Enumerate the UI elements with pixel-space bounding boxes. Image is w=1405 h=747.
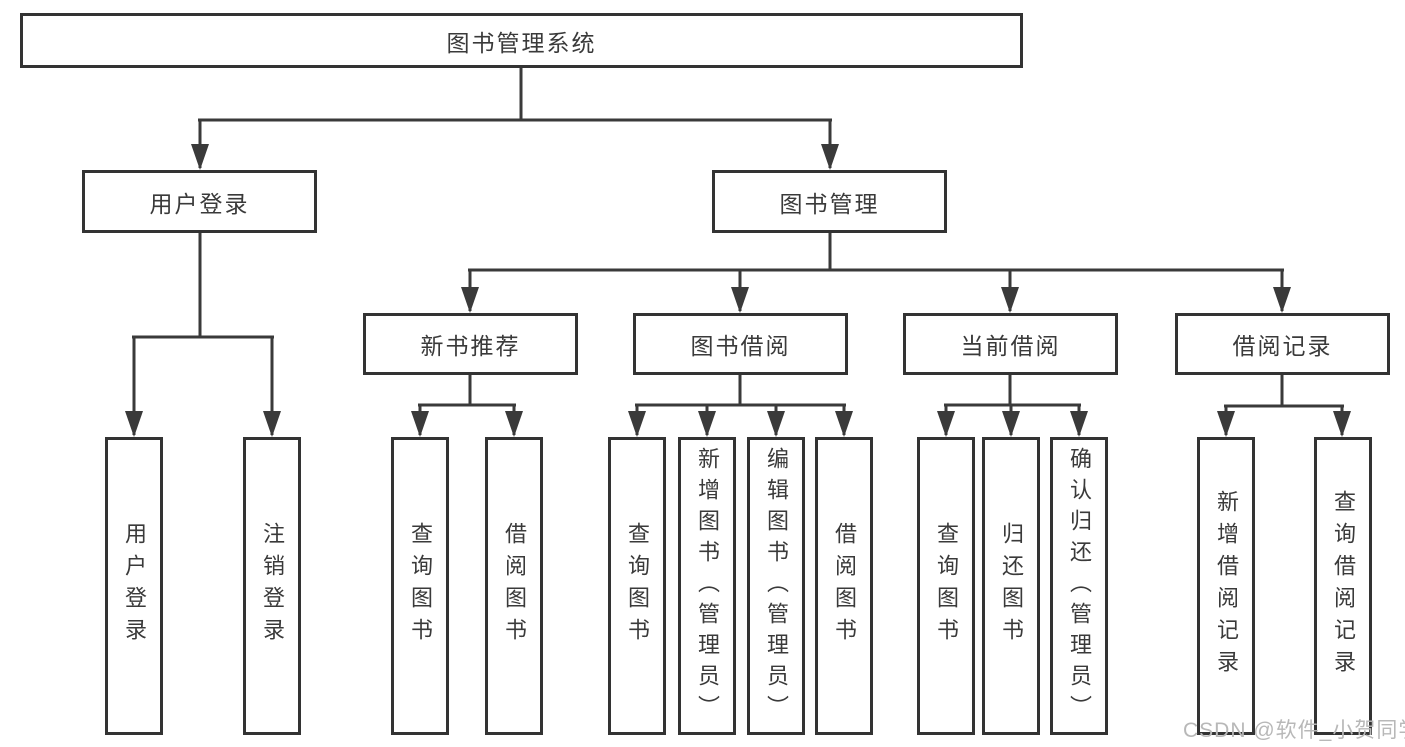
leaf-add-borrow-record-label: 新增借阅记录	[1214, 490, 1239, 682]
node-book-management: 图书管理	[712, 170, 947, 233]
leaf-confirm-return-admin-label: 确认归还（管理员）	[1067, 446, 1092, 726]
leaf-user-login: 用户登录	[105, 437, 163, 735]
leaf-borrow-books-label: 借阅图书	[832, 522, 857, 650]
node-borrowing-records: 借阅记录	[1175, 313, 1390, 375]
leaf-query-books-borrow: 查询图书	[608, 437, 666, 735]
leaf-user-login-label: 用户登录	[122, 522, 147, 650]
leaf-borrow-books-recommend-label: 借阅图书	[502, 522, 527, 650]
node-book-borrowing: 图书借阅	[633, 313, 848, 375]
node-library-management-system: 图书管理系统	[20, 13, 1023, 68]
leaf-query-borrow-record: 查询借阅记录	[1314, 437, 1372, 735]
leaf-edit-books-admin: 编辑图书（管理员）	[747, 437, 805, 735]
node-new-book-recommendation-label: 新书推荐	[420, 333, 521, 359]
leaf-add-books-admin: 新增图书（管理员）	[678, 437, 736, 735]
leaf-logout: 注销登录	[243, 437, 301, 735]
leaf-return-books-label: 归还图书	[999, 522, 1024, 650]
leaf-return-books: 归还图书	[982, 437, 1040, 735]
node-book-borrowing-label: 图书借阅	[690, 333, 791, 359]
leaf-query-borrow-record-label: 查询借阅记录	[1331, 490, 1356, 682]
leaf-query-books-recommend-label: 查询图书	[408, 522, 433, 650]
leaf-query-books-current-label: 查询图书	[934, 522, 959, 650]
leaf-query-books-recommend: 查询图书	[391, 437, 449, 735]
leaf-borrow-books-recommend: 借阅图书	[485, 437, 543, 735]
node-new-book-recommendation: 新书推荐	[363, 313, 578, 375]
connector-arrowheads	[125, 144, 1351, 437]
node-current-borrowing: 当前借阅	[903, 313, 1118, 375]
node-borrowing-records-label: 借阅记录	[1232, 333, 1333, 359]
leaf-logout-label: 注销登录	[260, 522, 285, 650]
node-current-borrowing-label: 当前借阅	[960, 333, 1061, 359]
node-library-management-system-label: 图书管理系统	[446, 29, 597, 56]
leaf-borrow-books: 借阅图书	[815, 437, 873, 735]
leaf-edit-books-admin-label: 编辑图书（管理员）	[764, 446, 789, 726]
leaf-add-books-admin-label: 新增图书（管理员）	[695, 446, 720, 726]
leaf-add-borrow-record: 新增借阅记录	[1197, 437, 1255, 735]
leaf-query-books-borrow-label: 查询图书	[625, 522, 650, 650]
node-book-management-label: 图书管理	[779, 190, 880, 217]
node-user-login-label: 用户登录	[149, 190, 250, 217]
connector-stems	[132, 68, 1344, 435]
csdn-watermark: CSDN @软件_小贺同学	[1183, 719, 1405, 742]
leaf-query-books-current: 查询图书	[917, 437, 975, 735]
node-user-login: 用户登录	[82, 170, 317, 233]
leaf-confirm-return-admin: 确认归还（管理员）	[1050, 437, 1108, 735]
